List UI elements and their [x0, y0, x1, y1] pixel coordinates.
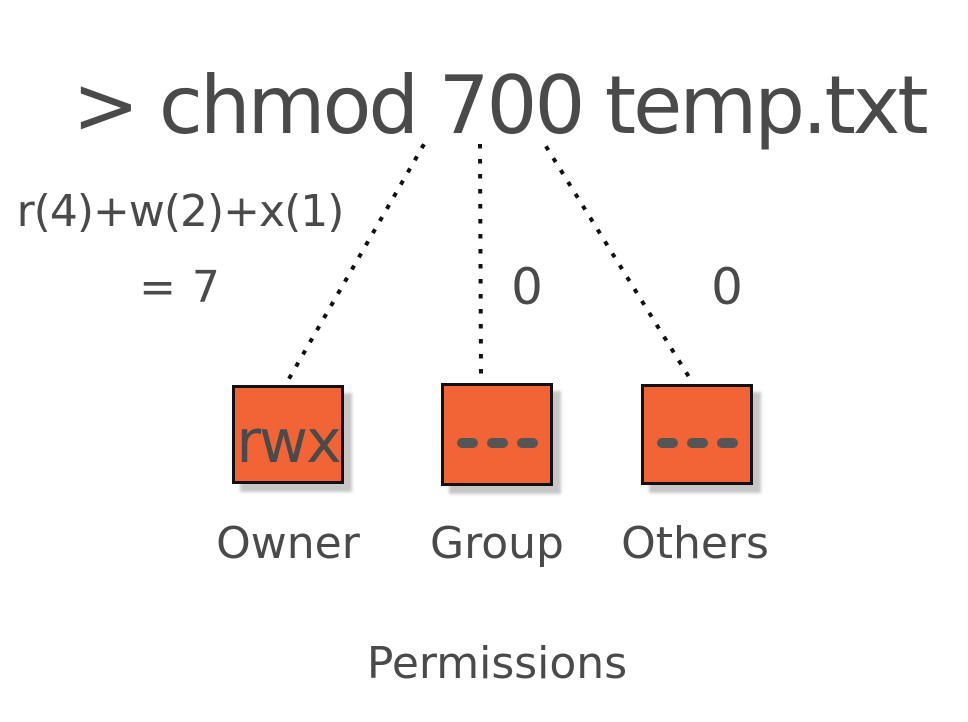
permissions-caption: Permissions: [366, 638, 628, 689]
connector-line-group: [477, 143, 484, 380]
permission-box-others: [641, 384, 753, 485]
group-permission-value: [452, 437, 542, 448]
command-title: > chmod 700 temp.txt: [72, 59, 928, 152]
group-octal-digit-label: 0: [511, 258, 543, 316]
box-label-group: Group: [430, 518, 564, 569]
permission-box-owner: rwx: [232, 385, 344, 484]
octal-sum-result: = 7: [139, 262, 221, 313]
octal-sum-annotation: r(4)+w(2)+x(1) = 7: [8, 186, 352, 312]
box-label-owner: Owner: [216, 518, 360, 569]
others-permission-value: [652, 437, 742, 448]
connector-line-others: [544, 145, 692, 380]
box-label-others: Others: [621, 518, 769, 569]
octal-sum-formula: r(4)+w(2)+x(1): [16, 186, 345, 237]
owner-permission-value: rwx: [236, 406, 341, 477]
permission-box-group: [441, 383, 553, 486]
others-octal-digit-label: 0: [711, 258, 743, 316]
